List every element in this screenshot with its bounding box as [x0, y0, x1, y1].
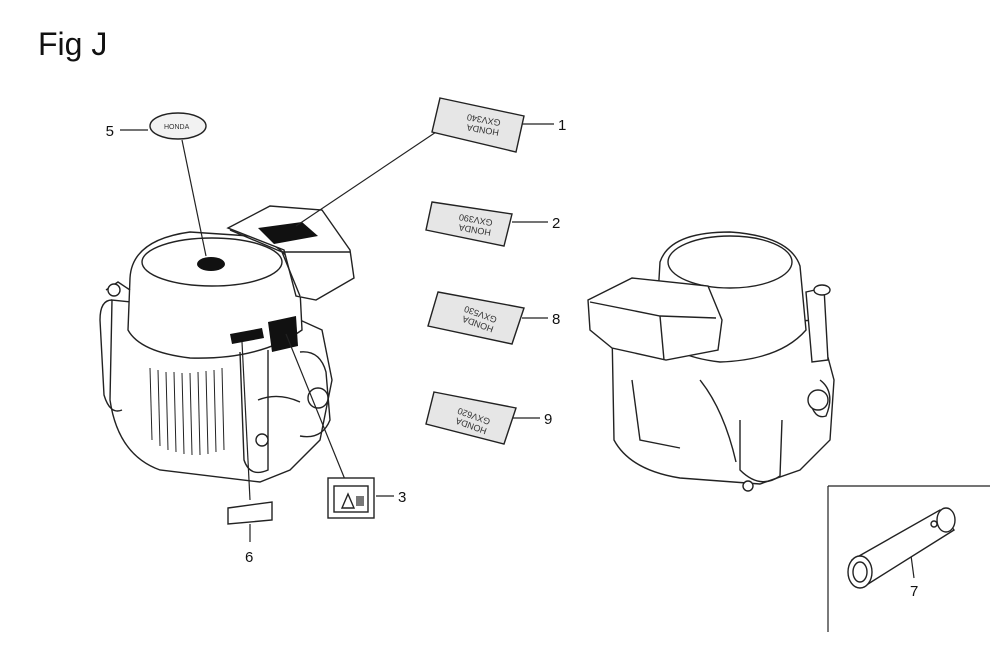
label3-placement — [268, 316, 298, 352]
leader-lines — [120, 123, 915, 579]
inset-frame — [827, 485, 990, 632]
figure-title: Fig J — [38, 26, 108, 62]
callout-7: 7 — [910, 583, 918, 600]
decal-2 — [425, 201, 513, 247]
emblem-dot — [197, 257, 225, 271]
label6-placement — [230, 328, 264, 344]
callout-6: 6 — [245, 549, 253, 566]
decal-1 — [431, 97, 525, 153]
left-engine — [99, 205, 355, 483]
callout-1: 1 — [558, 117, 566, 134]
decal-3-warning — [327, 477, 375, 519]
right-engine-base — [611, 319, 835, 485]
decal-6 — [227, 501, 273, 525]
spark-plug-wrench — [847, 507, 956, 589]
callout-5: 5 — [106, 123, 114, 140]
cylinder-fins — [149, 367, 225, 456]
callout-numbers: 1 2 3 5 6 7 8 9 — [106, 117, 919, 600]
decal-5-emblem — [149, 112, 207, 140]
decal-8 — [427, 291, 525, 345]
air-cleaner-decal-dark — [258, 222, 318, 244]
right-engine-top-cap — [667, 235, 793, 289]
callout-3: 3 — [398, 489, 406, 506]
callout-9: 9 — [544, 411, 552, 428]
right-engine-air-cleaner — [587, 277, 723, 361]
right-engine — [587, 231, 835, 492]
callout-8: 8 — [552, 311, 560, 328]
callout-2: 2 — [552, 215, 560, 232]
emblem-text: HONDA — [164, 124, 190, 131]
decal-9 — [425, 391, 517, 445]
